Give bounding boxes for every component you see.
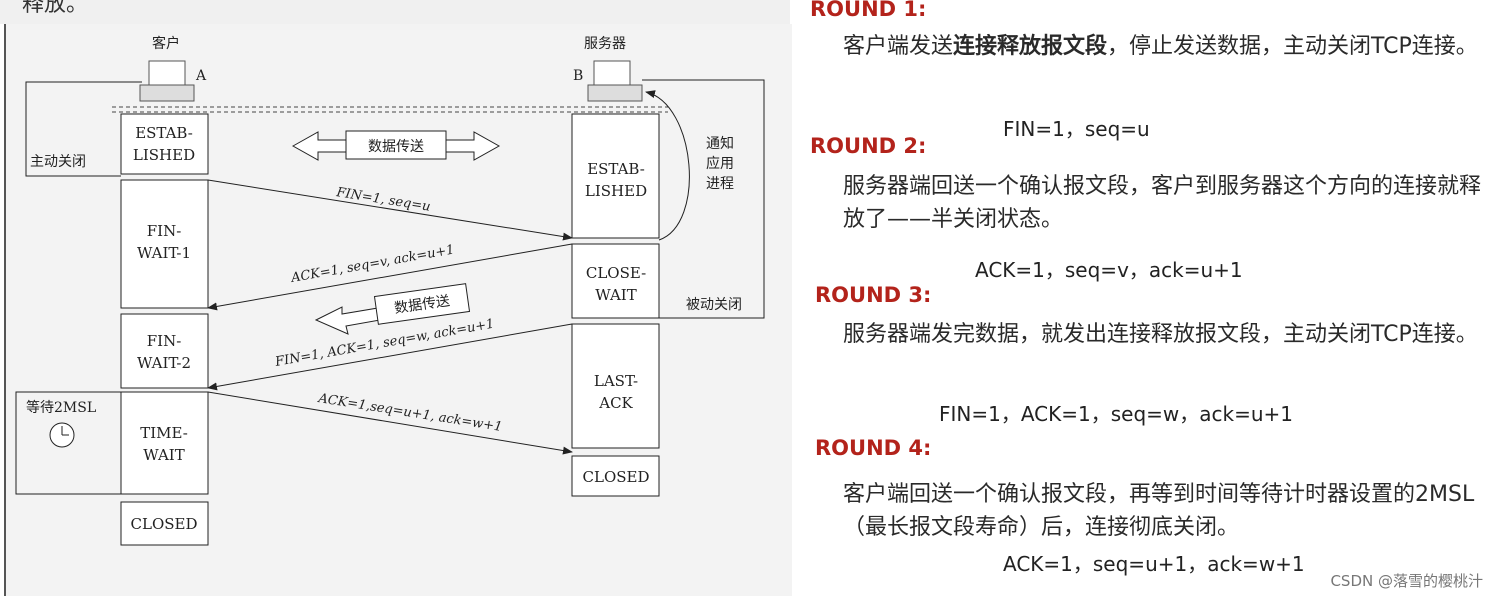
svg-text:FIN-: FIN-	[147, 332, 182, 350]
round-2-code: ACK=1，seq=v，ack=u+1	[975, 258, 1243, 282]
passive-close-line	[642, 79, 765, 319]
round-2-title: ROUND 2:	[810, 134, 927, 158]
round-2-text: 服务器端回送一个确认报文段，客户到服务器这个方向的连接就释放了——半关闭状态。	[843, 174, 1482, 232]
client-state-time-wait	[120, 391, 209, 495]
host-b-label: B	[573, 68, 583, 84]
round-3-text: 服务器端发完数据，就发出连接释放报文段，主动关闭TCP连接。	[843, 322, 1478, 347]
svg-text:CLOSED: CLOSED	[131, 515, 198, 533]
round-3-title: ROUND 3:	[815, 283, 932, 307]
client-computer-icon	[139, 60, 195, 102]
server-label: 服务器	[584, 36, 626, 52]
svg-text:CLOSE-: CLOSE-	[586, 264, 646, 282]
server-computer-icon	[587, 60, 643, 102]
tcp-four-way-handshake-diagram: 客户 A 服务器 B ESTAB- LISHED FIN- WAIT-1 FIN…	[4, 24, 792, 596]
server-state-established	[571, 113, 660, 239]
round-1-code: FIN=1，seq=u	[1003, 117, 1150, 141]
active-close-label: 主动关闭	[30, 154, 86, 170]
svg-text:WAIT-2: WAIT-2	[137, 354, 191, 372]
top-strip: 释放。	[0, 0, 790, 24]
svg-text:FIN-: FIN-	[147, 222, 182, 240]
round-3-code: FIN=1，ACK=1，seq=w，ack=u+1	[939, 402, 1294, 426]
passive-close-label: 被动关闭	[686, 297, 742, 313]
data-transfer-label-1: 数据传送	[368, 139, 424, 155]
svg-text:TIME-: TIME-	[140, 424, 188, 442]
explanation-panel: ROUND 1: 客户端发送连接释放报文段，停止发送数据，主动关闭TCP连接。 …	[795, 0, 1493, 597]
round-1-text: 客户端发送连接释放报文段，停止发送数据，主动关闭TCP连接。	[843, 34, 1478, 59]
notify-app-label-1: 通知	[706, 135, 734, 152]
client-label: 客户	[152, 35, 180, 52]
top-fragment-text: 释放。	[22, 0, 89, 17]
diagram-svg: 客户 A 服务器 B ESTAB- LISHED FIN- WAIT-1 FIN…	[15, 35, 765, 546]
notify-app-curve	[645, 90, 690, 241]
svg-text:WAIT: WAIT	[595, 286, 636, 304]
client-state-established	[120, 113, 209, 175]
data-transfer-double-arrow	[291, 130, 501, 161]
round-1-title: ROUND 1:	[810, 0, 927, 21]
svg-text:LISHED: LISHED	[585, 182, 647, 200]
svg-text:WAIT-1: WAIT-1	[137, 244, 191, 262]
svg-text:CLOSED: CLOSED	[583, 468, 650, 486]
active-close-line	[25, 81, 142, 177]
msg2-arrow	[207, 243, 573, 311]
msg3-arrow	[207, 323, 573, 391]
msg1-arrow	[207, 179, 573, 241]
server-state-close-wait	[571, 243, 660, 319]
msg1-label: FIN=1, seq=u	[334, 185, 431, 215]
svg-text:LISHED: LISHED	[133, 146, 195, 164]
round-4-code: ACK=1，seq=u+1，ack=w+1	[1003, 552, 1305, 576]
notify-app-label-2: 应用	[706, 155, 734, 172]
server-state-last-ack	[571, 323, 660, 449]
msg4-label: ACK=1,seq=u+1, ack=w+1	[316, 391, 503, 435]
wait-2msl-bracket	[15, 391, 121, 495]
data-transfer-left-arrow	[314, 283, 471, 335]
data-transfer-label-2: 数据传送	[393, 293, 451, 317]
wait-2msl-label: 等待2MSL	[26, 399, 96, 416]
svg-text:ESTAB-: ESTAB-	[135, 124, 193, 142]
notify-app-label-3: 进程	[706, 176, 734, 192]
svg-text:ESTAB-: ESTAB-	[587, 160, 645, 178]
host-a-label: A	[195, 68, 207, 84]
svg-text:ACK: ACK	[598, 394, 633, 412]
client-state-fin-wait-1	[120, 179, 209, 309]
client-state-closed	[120, 501, 209, 546]
svg-text:LAST-: LAST-	[594, 372, 638, 390]
round-4-title: ROUND 4:	[815, 436, 932, 460]
clock-icon	[49, 422, 75, 448]
client-state-fin-wait-2	[120, 313, 209, 389]
csdn-watermark: CSDN @落雪的樱桃汁	[1330, 572, 1483, 590]
msg4-arrow	[207, 391, 573, 455]
round-4-text: 客户端回送一个确认报文段，再等到时间等待计时器设置的2MSL（最长报文段寿命）后…	[843, 482, 1475, 540]
svg-text:WAIT: WAIT	[143, 446, 184, 464]
server-state-closed	[571, 455, 660, 497]
